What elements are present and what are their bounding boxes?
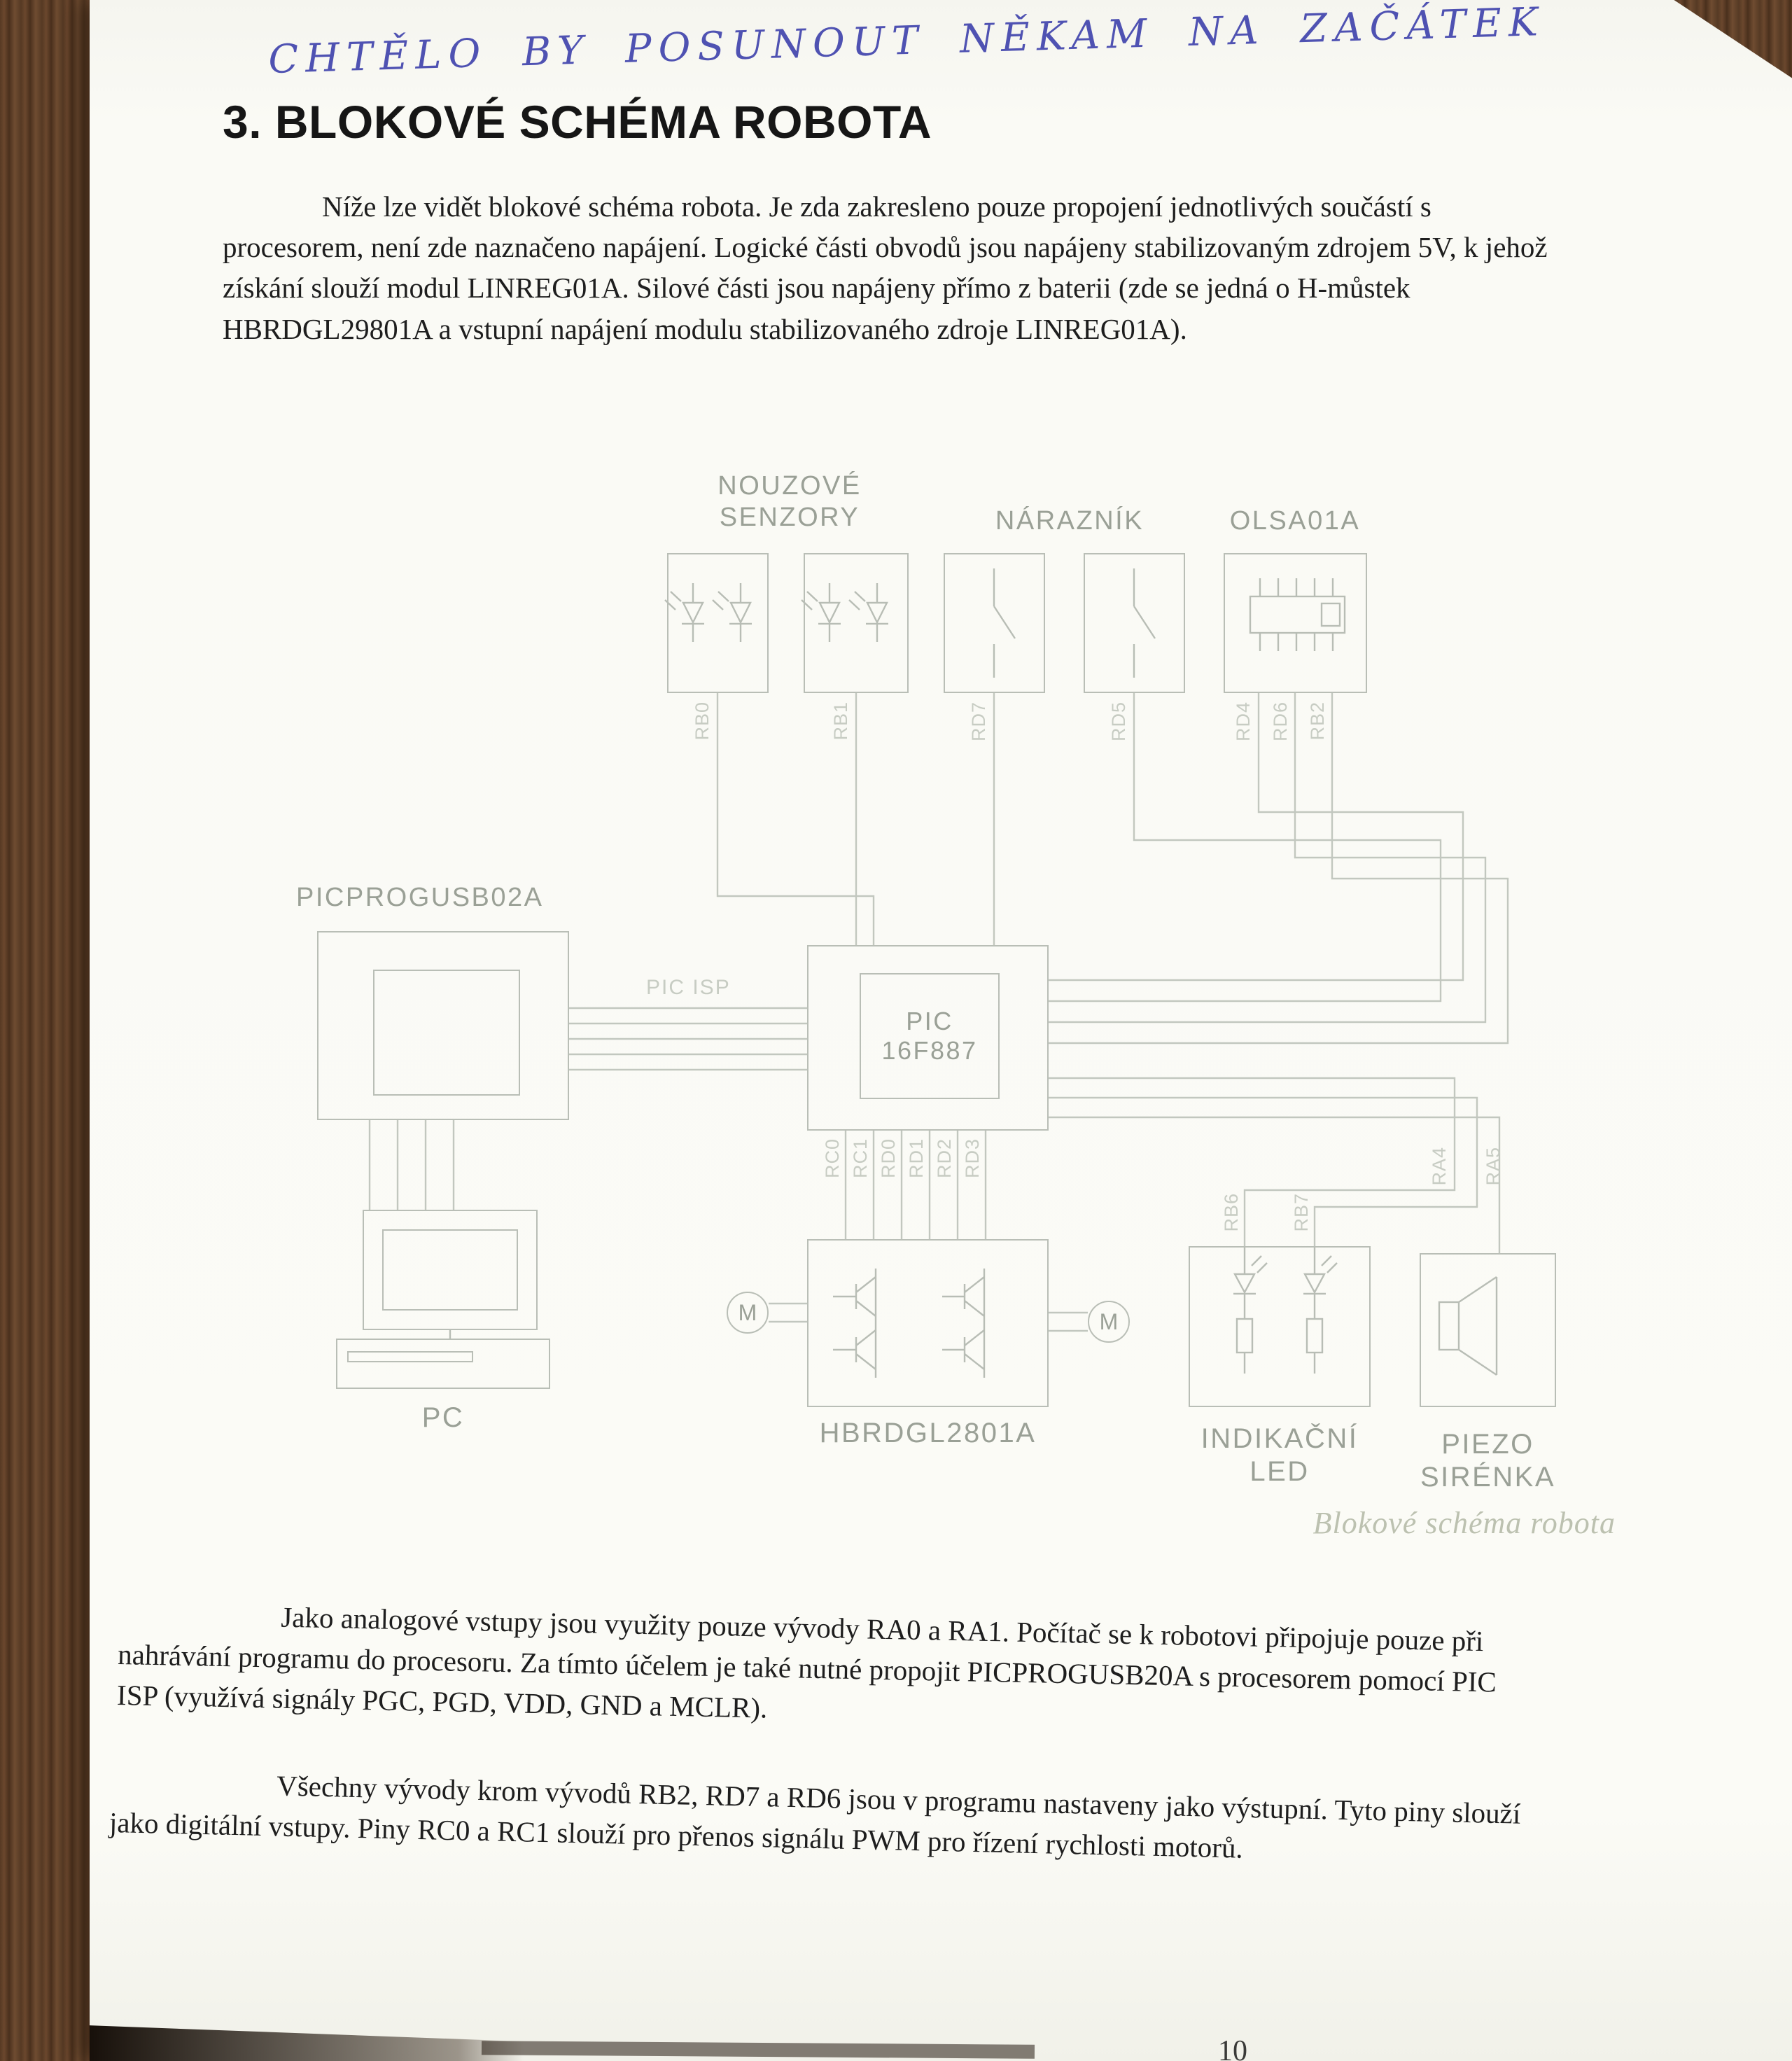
hbridge-box [807,1239,1049,1407]
transistor-icon [963,1276,985,1317]
pin-label: RD2 [934,1138,955,1179]
photo-diode-icon [801,583,841,642]
sensor-symbols [664,568,1346,678]
wire-segment [1049,693,1464,981]
pin-label: RB2 [1307,701,1328,741]
pin-label: RD1 [906,1138,927,1179]
label-hbridge: HBRDGL2801A [819,1418,1037,1448]
piezo-box [1420,1253,1556,1407]
label-emergency-sensors: NOUZOVÉ SENZORY [718,471,862,532]
indicator-led-box [1189,1246,1371,1407]
motor-wires [769,1302,1088,1332]
label-indicator-led: INDIKAČNÍ LED [1200,1423,1359,1488]
wire-segment [1049,693,1509,1045]
motor-right: M [1088,1301,1130,1343]
bumper-switch-box-1 [944,553,1045,693]
label-isp-bus: PIC ISP [646,976,731,999]
transistor-icon [963,1329,985,1370]
ic-window-icon [1320,602,1341,627]
pin-label: RD3 [962,1138,983,1179]
wire-segment [1049,693,1487,1023]
diagram-caption: Blokové schéma robota [1312,1506,1616,1540]
motor-left: M [727,1292,769,1334]
switch-icon [1133,568,1156,678]
pin-label: RB1 [830,701,851,741]
ic-pins-icon [1259,578,1334,651]
photo-diode-icon [712,583,752,642]
switch-icon [993,568,1016,678]
photo-diode-icon [664,583,704,642]
sensor-wires [716,693,1509,1045]
wire-segment [1049,1096,1478,1246]
paper-sheet: CHTĚLO BY POSUNOUT NĚKAM NA ZAČÁTEK 3. B… [90,0,1792,2061]
pic-outer-box [807,945,1049,1131]
led-symbols [1233,1246,1338,1374]
label-pc: PC [421,1402,465,1433]
programmer-outer-box [317,931,569,1120]
pc-keyboard-row [347,1351,473,1362]
pc-monitor [363,1210,538,1330]
speaker-body-icon [1438,1301,1460,1351]
pin-label: RB7 [1291,1193,1312,1232]
wire-segment [1049,693,1442,1002]
pin-label: RD7 [968,701,989,742]
pic-inner-box: PIC 16F887 [860,973,1000,1099]
pin-label: RD5 [1108,701,1129,742]
pin-label: RB0 [692,701,713,741]
output-wires [1049,1077,1501,1253]
ic-body-icon [1249,595,1346,634]
transistor-icon [855,1276,876,1317]
bumper-switch-box-2 [1084,553,1185,693]
pin-label: RA5 [1483,1147,1504,1186]
pin-label: RC1 [850,1138,871,1179]
hbridge-rails-icon [449,1269,986,1378]
hbridge-symbols [449,1269,986,1378]
pin-label: RC0 [822,1138,843,1179]
led-icon [1303,1246,1338,1319]
programmer-to-pc-wires [368,1120,455,1210]
emergency-sensor-box-1 [667,553,769,693]
programmer-inner-box [373,970,520,1096]
label-olsa01a: OLSA01A [1229,506,1361,536]
pc-keyboard [336,1339,550,1389]
emergency-sensor-box-2 [804,553,909,693]
pin-label: RD0 [878,1138,899,1179]
pin-label: RA4 [1429,1147,1450,1186]
label-bumper: NÁRAZNÍK [995,506,1144,536]
wire-segment [1049,1077,1456,1246]
speaker-symbol [1438,1276,1498,1376]
isp-bus-wires [569,1007,807,1071]
pin-label: RB6 [1221,1193,1242,1232]
wire-segment [1049,1116,1501,1253]
paragraph-intro: Níže lze vidět blokové schéma robota. Je… [223,190,1548,345]
section-heading: 3. BLOKOVÉ SCHÉMA ROBOTA [223,96,932,148]
page-number: 10 [1218,2035,1247,2061]
led-icon [1233,1246,1268,1319]
wire-segment [716,693,875,945]
transistor-icon [855,1329,876,1370]
olsa01a-box [1224,553,1367,693]
pin-label: RD4 [1233,701,1254,742]
pic-to-hbridge-wires [844,1131,987,1239]
label-piezo: PIEZO SIRÉNKA [1420,1429,1556,1493]
pc-screen [382,1229,518,1311]
pin-label: RD6 [1270,701,1291,742]
photo-diode-icon [848,583,888,642]
label-programmer: PICPROGUSB02A [296,883,544,912]
diagram-wires-layer [368,568,1509,1378]
speaker-horn-icon [1458,1276,1498,1376]
